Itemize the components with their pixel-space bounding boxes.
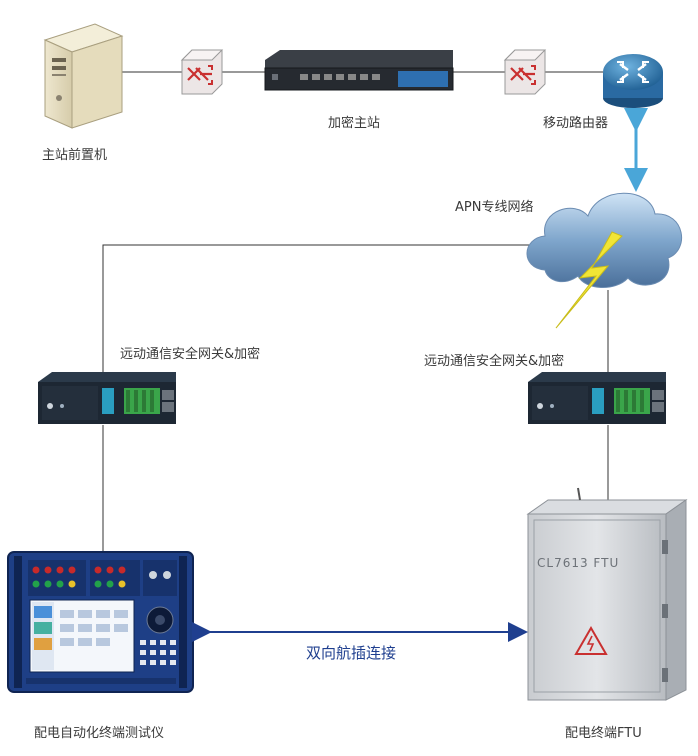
apn-network-label: APN专线网络 <box>455 200 534 215</box>
encryption-appliance-icon <box>264 50 454 91</box>
connection-lines <box>102 71 609 555</box>
mobile-router-label: 移动路由器 <box>543 116 609 131</box>
ftu-label: 配电终端FTU <box>565 726 642 741</box>
encrypt-station-label: 加密主站 <box>328 116 381 131</box>
front-server-label: 主站前置机 <box>42 148 108 163</box>
bidirectional-label: 双向航插连接 <box>306 644 397 662</box>
gateway-left-label: 远动通信安全网关&加密 <box>120 347 261 362</box>
cloud-lightning-icon <box>526 192 683 329</box>
tester-label: 配电自动化终端测试仪 <box>34 726 165 741</box>
router-icon <box>603 54 663 108</box>
switch-icon <box>503 49 547 95</box>
server-icon <box>43 23 124 129</box>
gateway-icon <box>528 372 666 424</box>
tester-device-icon <box>7 551 194 693</box>
switch-icon <box>180 49 224 95</box>
ftu-cabinet-icon <box>526 487 688 701</box>
gateway-right-label: 远动通信安全网关&加密 <box>424 354 565 369</box>
link-gateway-left-cloud <box>102 244 530 376</box>
gateway-icon <box>38 372 176 424</box>
ftu-panel-text: CL7613 FTU <box>537 556 620 570</box>
